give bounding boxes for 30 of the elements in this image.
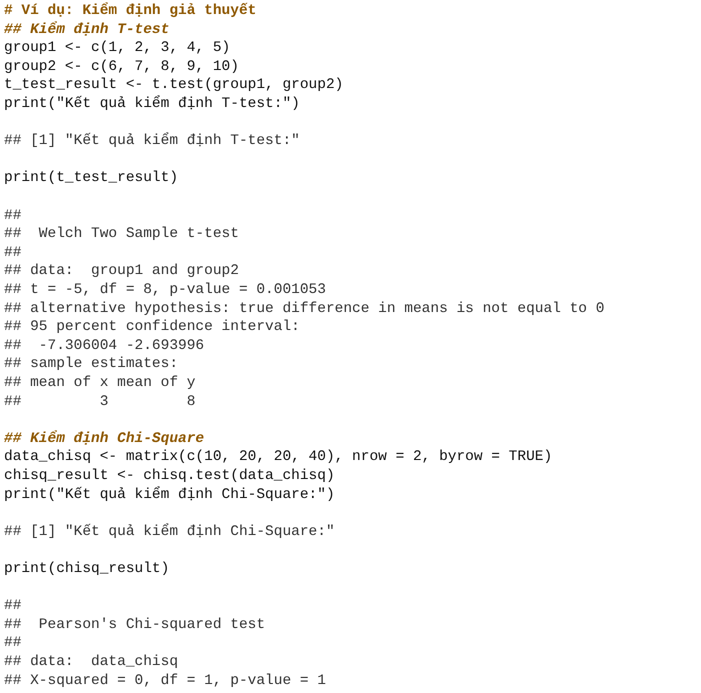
output-line: ## <box>4 206 22 225</box>
output-line: ## alternative hypothesis: true difference in means is not equal to 0 <box>4 300 604 318</box>
output-line: ## sample estimates: <box>4 355 178 374</box>
output-line: ## Pearson's Chi-squared test <box>4 616 266 634</box>
code-line: group1 <- c(1, 2, 3, 4, 5) <box>4 39 230 58</box>
code-line: data_chisq <- matrix(c(10, 20, 20, 40), nrow = 2, byrow = TRUE) <box>4 448 552 466</box>
output-line: ## [1] "Kết quả kiểm định T-test:" <box>4 132 300 150</box>
output-line: ## data: group1 and group2 <box>4 262 239 280</box>
output-line: ## <box>4 634 22 652</box>
code-line: print(t_test_result) <box>4 169 178 188</box>
code-line: group2 <- c(6, 7, 8, 9, 10) <box>4 58 239 76</box>
code-comment: # Ví dụ: Kiểm định giả thuyết <box>4 2 256 20</box>
output-line: ## Welch Two Sample t-test <box>4 225 239 244</box>
code-line: print(chisq_result) <box>4 560 170 578</box>
output-line: ## data: data_chisq <box>4 653 178 671</box>
code-line: chisq_result <- chisq.test(data_chisq) <box>4 467 335 485</box>
output-line: ## mean of x mean of y <box>4 374 196 392</box>
output-line: ## [1] "Kết quả kiểm định Chi-Square:" <box>4 522 335 541</box>
output-line: ## 3 8 <box>4 392 196 411</box>
code-line: t_test_result <- t.test(group1, group2) <box>4 76 344 94</box>
output-line: ## t = -5, df = 8, p-value = 0.001053 <box>4 281 326 299</box>
code-line: print("Kết quả kiểm định Chi-Square:") <box>4 486 335 504</box>
output-line: ## 95 percent confidence interval: <box>4 318 300 336</box>
code-line: print("Kết quả kiểm định T-test:") <box>4 95 300 113</box>
code-comment: ## Kiểm định Chi-Square <box>4 430 204 448</box>
output-line: ## -7.306004 -2.693996 <box>4 336 204 355</box>
output-line: ## <box>4 244 22 262</box>
output-line: ## <box>4 597 22 616</box>
code-comment: ## Kiểm định T-test <box>4 20 170 39</box>
output-line: ## X-squared = 0, df = 1, p-value = 1 <box>4 672 326 690</box>
